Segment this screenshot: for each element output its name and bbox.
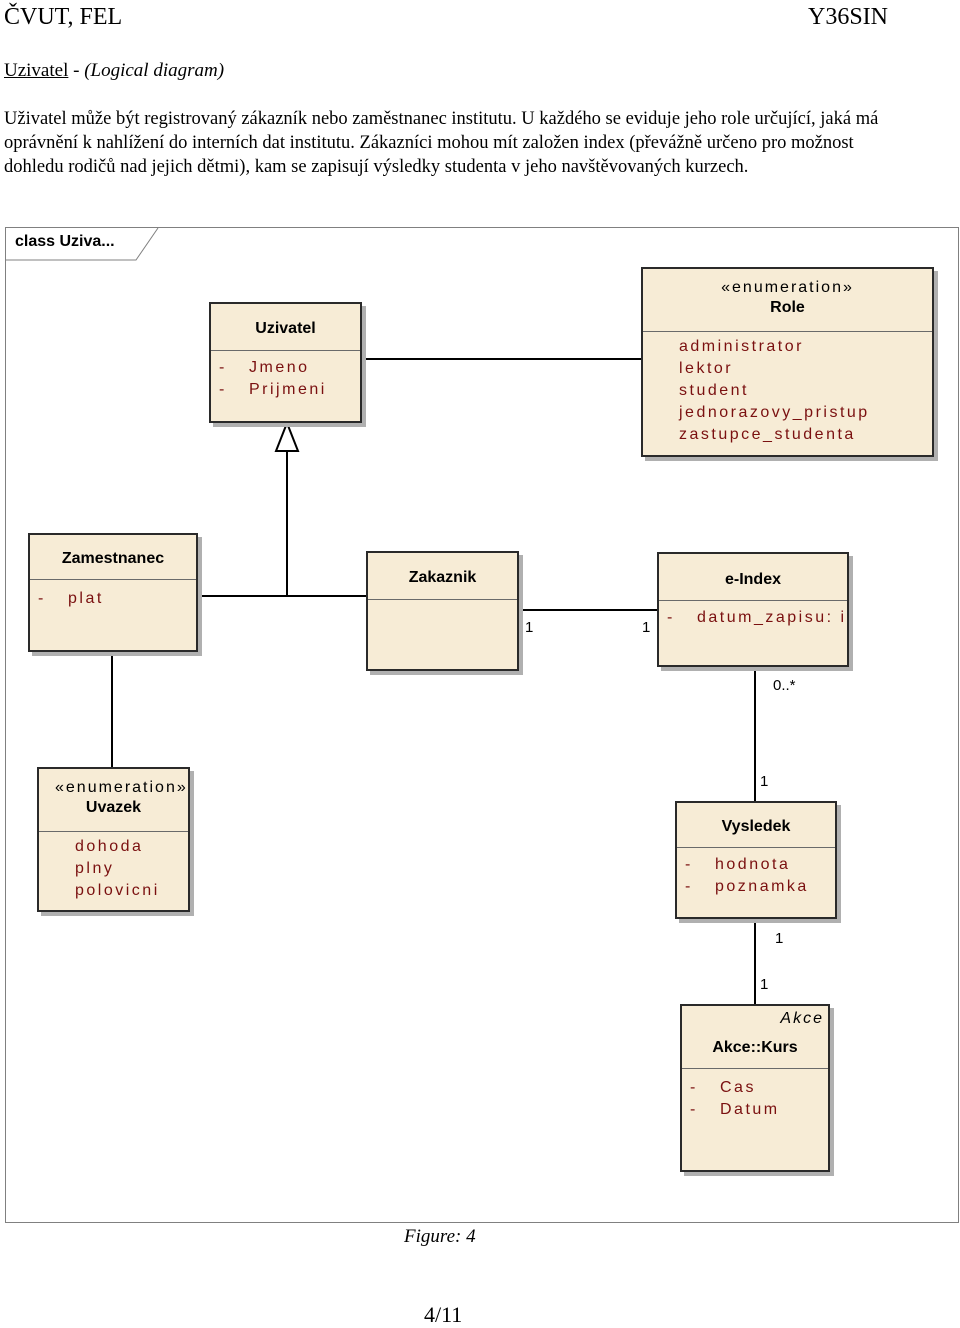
header-right: Y36SIN (807, 4, 888, 30)
diagram-frame: class Uziva... (5, 227, 959, 1223)
class-vysledek[interactable]: Vysledek -hodnota -poznamka (675, 801, 837, 919)
section-link[interactable]: Uzivatel (4, 60, 69, 81)
class-zamestnanec[interactable]: Zamestnanec -plat (28, 533, 198, 652)
class-zamestnanec-header: Zamestnanec (30, 535, 196, 580)
class-role-header: «enumeration» Role (643, 269, 932, 332)
literal-role-zastupce-studenta: zastupce_studenta (679, 426, 856, 443)
class-zakaznik[interactable]: Zakaznik (366, 551, 519, 671)
generalization-arrowhead (274, 420, 300, 452)
literal-role-jednorazovy-pristup: jednorazovy_pristup (679, 404, 870, 421)
class-zakaznik-name: Zakaznik (408, 569, 477, 586)
mult-zakaznik-eindex-left: 1 (525, 619, 534, 636)
section-title: Uzivatel - (Logical diagram) (4, 60, 224, 82)
mult-vysledek-kurs-bottom: 1 (760, 976, 769, 993)
class-uvazek-stereotype: «enumeration» (55, 779, 188, 796)
class-uvazek[interactable]: «enumeration» Uvazek dohoda plny polovic… (37, 767, 190, 912)
class-role-name: Role (770, 299, 805, 316)
literal-uvazek-polovicni: polovicni (75, 882, 160, 899)
attr-kurs-datum: -Datum (690, 1101, 780, 1118)
mult-zakaznik-eindex-right: 1 (642, 619, 651, 636)
section-subtitle: (Logical diagram) (84, 60, 225, 81)
page-number: 4/11 (424, 1302, 463, 1327)
description: Uživatel může být registrovaný zákazník … (4, 109, 879, 177)
class-kurs-package: Akce (780, 1010, 824, 1027)
literal-role-student: student (679, 382, 749, 399)
attr-uzivatel-jmeno: -Jmeno (219, 359, 310, 376)
frame-label: class Uziva... (15, 233, 115, 250)
attr-vysledek-poznamka: -poznamka (685, 878, 809, 895)
literal-role-lektor: lektor (679, 360, 734, 377)
class-kurs-header: Akce Akce::Kurs (682, 1006, 828, 1069)
class-uzivatel-name: Uzivatel (255, 320, 316, 337)
class-eindex-name: e-Index (724, 571, 781, 588)
class-eindex[interactable]: e-Index -datum_zapisu: int (657, 552, 849, 667)
header-left: ČVUT, FEL (4, 4, 123, 30)
figure-caption: Figure: 4 (404, 1226, 476, 1247)
attr-kurs-cas: -Cas (690, 1079, 756, 1096)
class-zakaznik-header: Zakaznik (368, 553, 517, 600)
literal-uvazek-dohoda: dohoda (75, 838, 144, 855)
attr-eindex-datum-zapisu: -datum_zapisu: int (667, 609, 849, 626)
mult-vysledek-kurs-top: 1 (775, 930, 784, 947)
class-uzivatel-header: Uzivatel (211, 304, 360, 351)
attr-vysledek-hodnota: -hodnota (685, 856, 791, 873)
mult-eindex-vysledek-bottom: 1 (760, 773, 769, 790)
class-role-stereotype: «enumeration» (721, 279, 854, 296)
class-uzivatel[interactable]: Uzivatel -Jmeno -Prijmeni (209, 302, 362, 423)
class-kurs[interactable]: Akce Akce::Kurs -Cas -Datum (680, 1004, 830, 1172)
class-kurs-name: Akce::Kurs (712, 1039, 798, 1056)
attr-zamestnanec-plat: -plat (38, 590, 104, 607)
class-vysledek-header: Vysledek (677, 803, 835, 848)
class-uvazek-name: Uvazek (85, 799, 142, 816)
class-uvazek-header: «enumeration» Uvazek (39, 769, 188, 832)
attr-uzivatel-prijmeni: -Prijmeni (219, 381, 327, 398)
class-zamestnanec-name: Zamestnanec (61, 550, 165, 567)
class-vysledek-name: Vysledek (721, 818, 791, 835)
literal-role-administrator: administrator (679, 338, 804, 355)
section-separator: - (68, 60, 85, 81)
frame-tab (6, 228, 159, 261)
literal-uvazek-plny: plny (75, 860, 115, 877)
mult-eindex-vysledek-top: 0..* (773, 677, 796, 694)
class-eindex-header: e-Index (659, 554, 847, 601)
class-role[interactable]: «enumeration» Role administrator lektor … (641, 267, 934, 457)
